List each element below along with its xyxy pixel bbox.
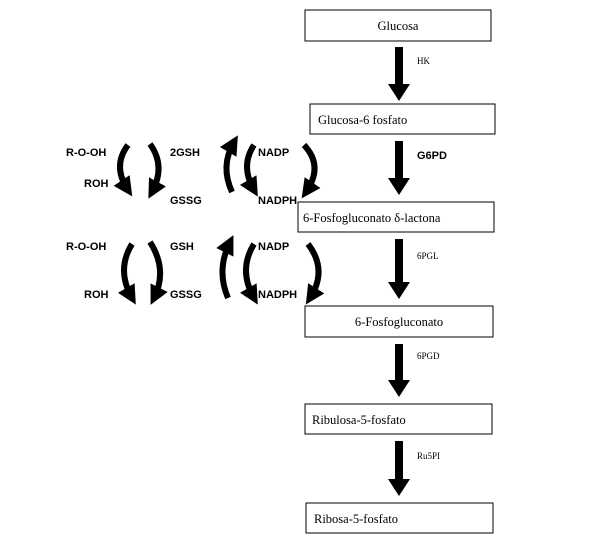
box-g6p-label: Glucosa-6 fosfato (318, 113, 407, 127)
cycle2-gsh-label: GSH (170, 241, 194, 253)
cycle2-arrow-nadph-to-nadp (239, 242, 258, 305)
cycle1-roh-label: ROH (84, 178, 109, 190)
enzyme-hk-label: HK (417, 56, 430, 66)
cycle2-arrow-nadp-to-nadph (305, 242, 325, 305)
cycle1-arrow-nadp-to-nadph (301, 142, 321, 199)
cycle1-arrow-gssg-to-gsh (219, 135, 238, 194)
cycle2-nadph-label: NADPH (258, 289, 297, 301)
cycle1-2gsh-label: 2GSH (170, 147, 200, 159)
cycle1-nadph-label: NADPH (258, 195, 297, 207)
enzyme-6pgl-label: 6PGL (417, 251, 439, 261)
box-glucosa-6-fosfato: Glucosa-6 fosfato (309, 103, 496, 135)
box-ribulosa-5-fosfato: Ribulosa-5-fosfato (304, 403, 493, 435)
box-glucosa: Glucosa (304, 9, 492, 42)
cycle2-arrow-gsh-to-gssg (147, 240, 168, 305)
box-fosfogluconato-lactona: 6-Fosfogluconato δ-lactona (297, 201, 495, 233)
cycle1-arrow-gsh-to-gssg (147, 142, 166, 199)
cycle1-arrow-roh-oh-to-roh (113, 143, 133, 197)
arrow-fosfogluconato-to-ribulosa (388, 344, 410, 397)
cycle1-r-o-oh-label: R-O-OH (66, 147, 106, 159)
box-lactona-label: 6-Fosfogluconato δ-lactona (303, 211, 441, 225)
box-6-fosfogluconato: 6-Fosfogluconato (304, 305, 494, 338)
cycle2-arrow-roh-oh-to-roh (117, 242, 136, 305)
box-ribosa-5-fosfato: Ribosa-5-fosfato (305, 502, 494, 534)
cycle2-r-o-oh-label: R-O-OH (66, 241, 106, 253)
enzyme-6pgd-label: 6PGD (417, 351, 440, 361)
arrow-ribulosa-to-ribosa (388, 441, 410, 496)
enzyme-g6pd-label: G6PD (417, 150, 447, 162)
cycle1-nadp-label: NADP (258, 147, 289, 159)
cycle2-arrow-gssg-to-gsh (216, 235, 234, 300)
cycle2-roh-label: ROH (84, 289, 109, 301)
arrow-lactona-to-fosfogluconato (388, 239, 410, 299)
cycle2-nadp-label: NADP (258, 241, 289, 253)
cycle1-gssg-label: GSSG (170, 195, 202, 207)
redox-cycle-1: R-O-OH ROH 2GSH GSSG NADP NADPH (66, 135, 321, 207)
arrow-g6p-to-lactona (388, 141, 410, 195)
cycle1-arrow-nadph-to-nadp (239, 143, 258, 197)
box-glucosa-label: Glucosa (378, 19, 419, 33)
box-ribulosa-label: Ribulosa-5-fosfato (312, 413, 406, 427)
arrow-glucosa-to-g6p (388, 47, 410, 101)
enzyme-ru5pi-label: Ru5PI (417, 451, 440, 461)
redox-cycle-2: R-O-OH ROH GSH GSSG NADP NADPH (66, 235, 325, 305)
cycle2-gssg-label: GSSG (170, 289, 202, 301)
box-fosfogluconato-label: 6-Fosfogluconato (355, 315, 443, 329)
box-ribosa-label: Ribosa-5-fosfato (314, 512, 398, 526)
